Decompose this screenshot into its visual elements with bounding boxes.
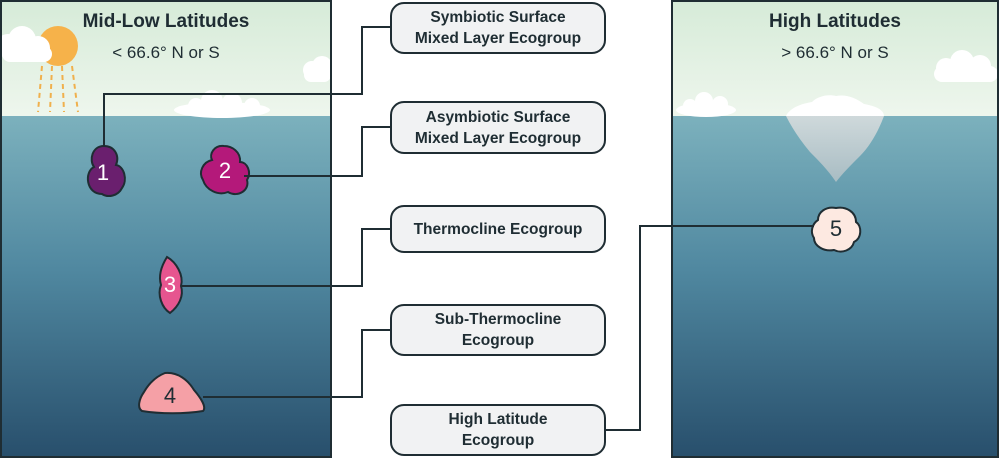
organism-2 (200, 144, 250, 196)
organism-5-number: 5 (829, 216, 843, 241)
ecogroup-label-5: High Latitude Ecogroup (390, 404, 606, 456)
organism-4-number: 4 (163, 383, 177, 408)
ecogroup-label-1: Symbiotic Surface Mixed Layer Ecogroup (390, 2, 606, 54)
ecogroup-label-1-line1: Symbiotic Surface (430, 9, 566, 26)
left-panel-border (0, 0, 332, 458)
left-panel-subtitle: < 66.6° N or S (112, 43, 220, 62)
organism-5 (810, 206, 862, 253)
organism-4 (138, 371, 206, 415)
connector-4 (203, 329, 390, 398)
ecogroup-label-4-line1: Sub-Thermocline (434, 311, 562, 328)
ecogroup-label-3: Thermocline Ecogroup (390, 205, 606, 253)
organism-3-number: 3 (163, 272, 177, 297)
ecogroup-label-4: Sub-Thermocline Ecogroup (390, 304, 606, 356)
cloud-icon (676, 92, 736, 117)
right-panel-title: High Latitudes (769, 11, 901, 32)
cloud-icon (174, 90, 270, 118)
connector-1 (103, 26, 390, 146)
ecogroup-label-4-line2: Ecogroup (461, 332, 535, 349)
right-panel-border (671, 0, 999, 458)
cloud-icon (934, 50, 998, 82)
organism-3 (158, 255, 183, 315)
connector-lines (103, 26, 814, 431)
organism-1-number: 1 (96, 160, 110, 185)
left-panel-title: Mid-Low Latitudes (82, 11, 250, 32)
ecogroup-label-5-line1: High Latitude (448, 411, 548, 428)
ecogroup-label-2: Asymbiotic Surface Mixed Layer Ecogroup (390, 101, 606, 154)
iceberg-icon (786, 95, 884, 182)
cloud-icon (303, 56, 332, 82)
organism-1 (86, 144, 126, 197)
ecogroup-label-3-line1: Thermocline Ecogroup (413, 220, 583, 238)
ecogroup-label-2-line1: Asymbiotic Surface (425, 108, 571, 126)
connector-5 (606, 225, 814, 431)
ecogroup-label-1-line2: Mixed Layer Ecogroup (414, 30, 582, 47)
right-ocean-panel (671, 0, 999, 458)
connector-2 (244, 126, 390, 177)
ecogroup-label-2-line2: Mixed Layer Ecogroup (414, 129, 582, 147)
connector-3 (181, 228, 390, 287)
right-panel-subtitle: > 66.6° N or S (781, 43, 889, 62)
ecogroup-label-5-line2: Ecogroup (461, 432, 535, 449)
organism-2-number: 2 (218, 158, 232, 183)
cloud-icon (0, 26, 52, 62)
